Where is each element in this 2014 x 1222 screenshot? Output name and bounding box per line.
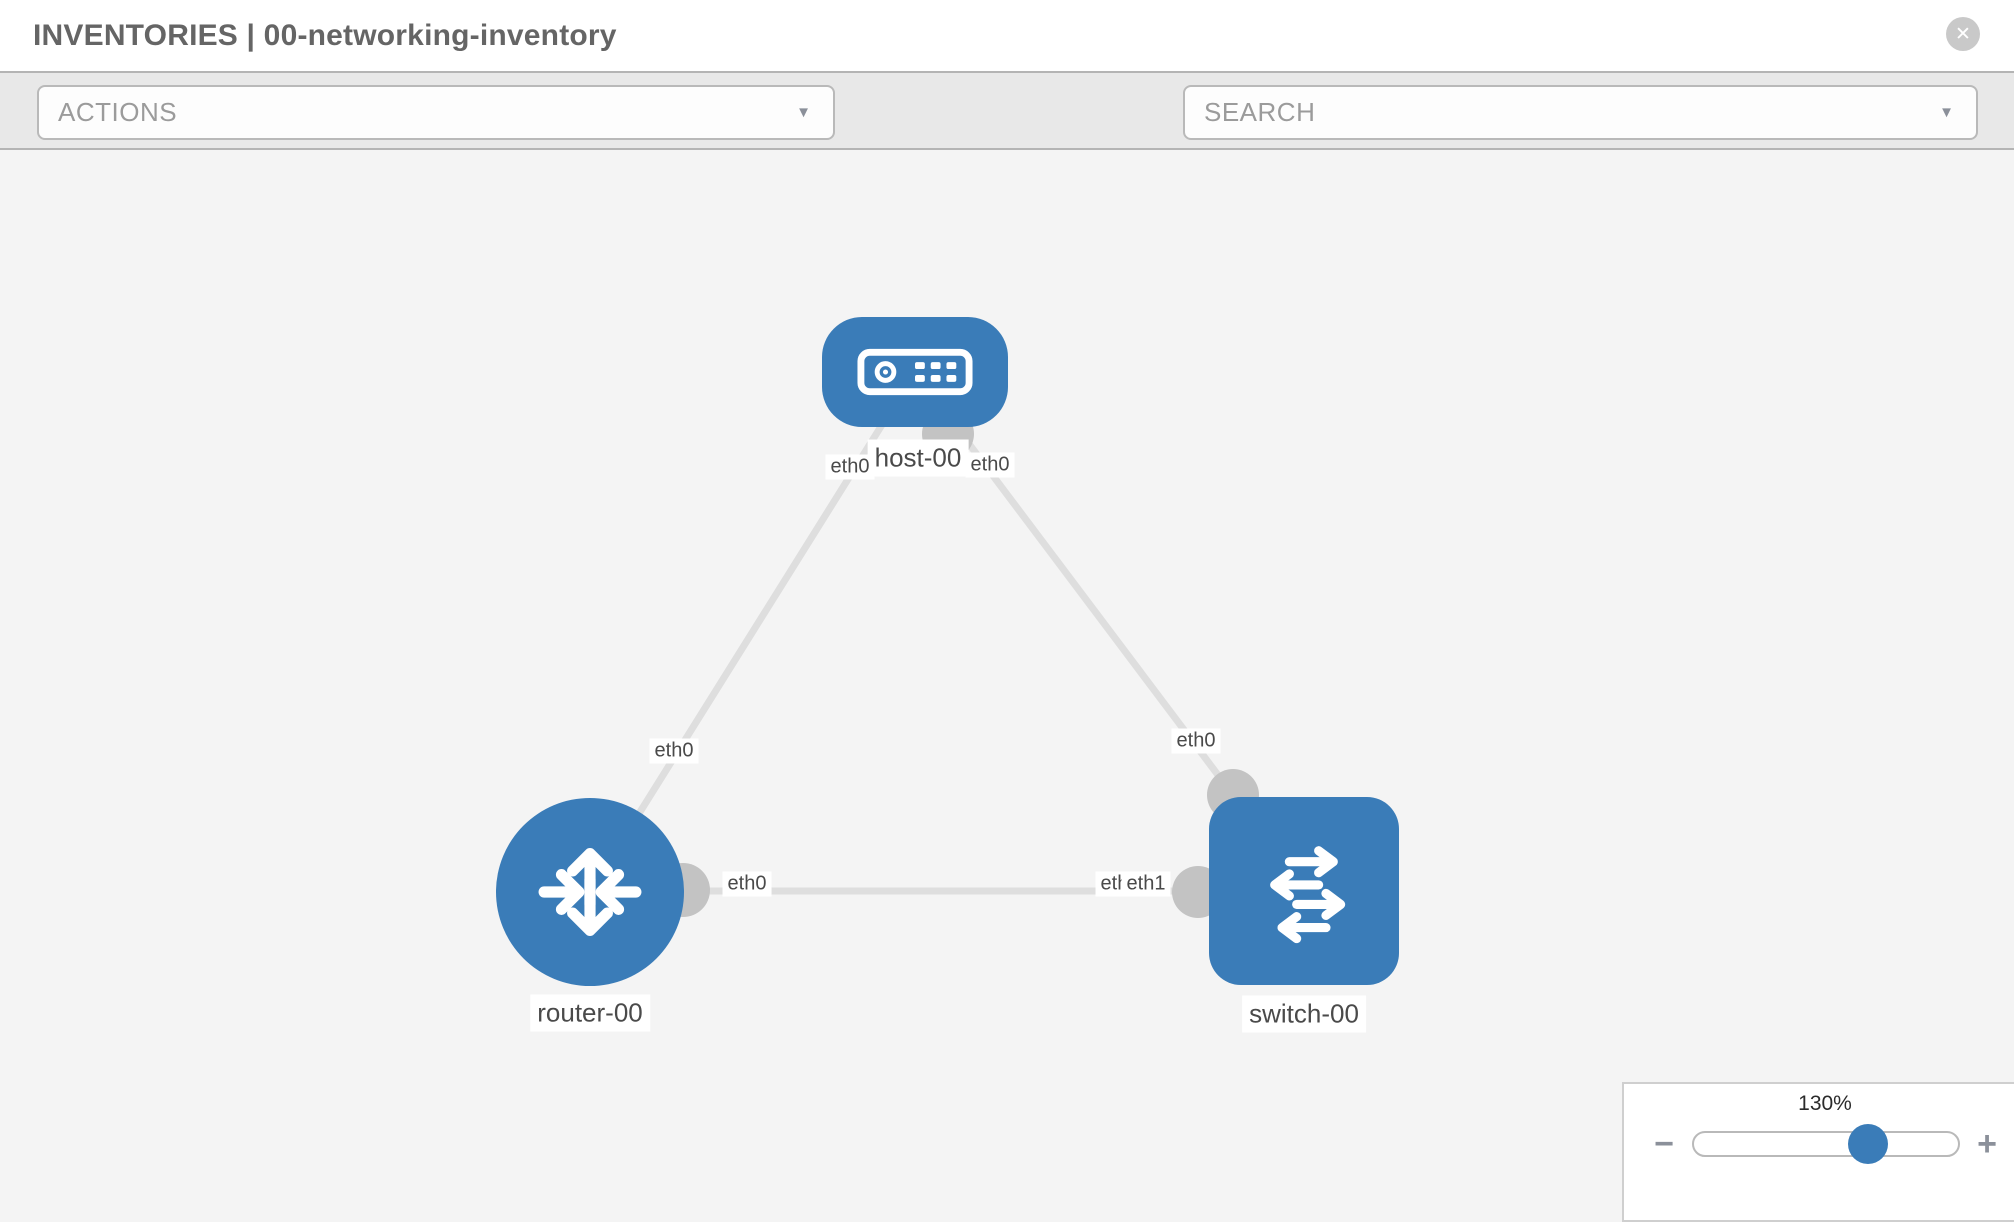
page-title: INVENTORIES | 00-networking-inventory (33, 19, 617, 52)
zoom-slider-handle[interactable] (1848, 1124, 1888, 1164)
node-label-switch: switch-00 (1242, 995, 1366, 1033)
links-layer (587, 369, 1304, 918)
actions-dropdown-label: ACTIONS (58, 97, 178, 127)
close-button[interactable]: ✕ (1946, 17, 1980, 51)
search-dropdown-label: SEARCH (1204, 97, 1316, 127)
iface-label-switch-to-host: eth0 (1171, 728, 1221, 754)
node-label-router: router-00 (530, 994, 650, 1032)
server-icon (857, 348, 973, 396)
iface-label-host-to-switch: eth0 (965, 452, 1015, 478)
zoom-out-button[interactable]: − (1644, 1122, 1684, 1166)
zoom-slider-track[interactable] (1692, 1131, 1960, 1157)
iface-label-router-to-host: eth0 (649, 738, 699, 764)
iface-label-host-to-router: eth0 (825, 454, 875, 480)
toolbar: ACTIONS ▼ SEARCH ▼ (0, 73, 2014, 204)
window-header: INVENTORIES | 00-networking-inventory ✕ (0, 0, 2014, 73)
minus-icon: − (1654, 1125, 1674, 1163)
chevron-down-icon: ▼ (796, 104, 811, 121)
node-switch[interactable] (1209, 797, 1399, 985)
actions-dropdown[interactable]: ACTIONS ▼ (37, 85, 835, 140)
router-arrows-icon (538, 847, 642, 937)
node-router[interactable] (496, 798, 684, 986)
iface-label-switch-to-router: eth1 (1121, 871, 1171, 897)
zoom-level-value: 130% (1798, 1092, 1852, 1115)
plus-icon: + (1977, 1125, 1997, 1163)
search-dropdown[interactable]: SEARCH ▼ (1183, 85, 1978, 140)
chevron-down-icon: ▼ (1939, 104, 1954, 121)
switch-arrows-icon (1270, 846, 1346, 944)
topology-canvas[interactable]: host-00 router-00 switch-00 eth0 eth0 et… (0, 150, 2014, 1200)
close-icon: ✕ (1955, 23, 1971, 45)
zoom-in-button[interactable]: + (1967, 1122, 2007, 1166)
zoom-panel: 130% − + (1622, 1082, 2014, 1222)
node-host[interactable] (822, 317, 1008, 427)
iface-label-router-to-switch: eth0 (722, 871, 772, 897)
node-label-host: host-00 (867, 439, 969, 477)
